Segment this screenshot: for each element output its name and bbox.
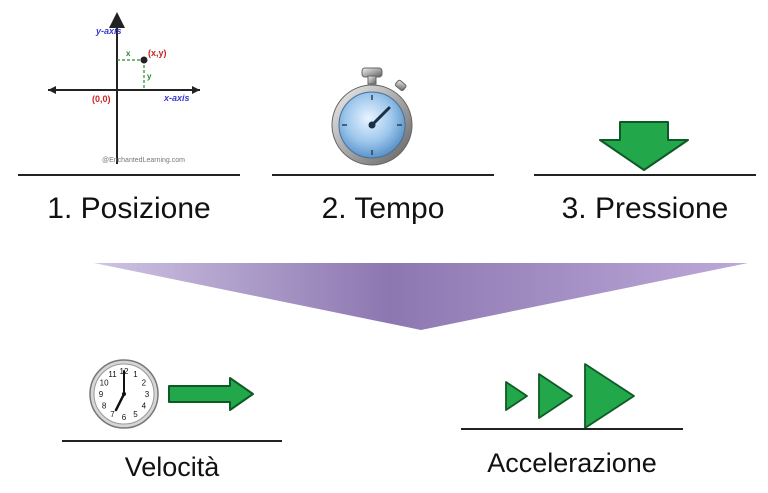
clock-numeral: 1 <box>133 370 138 379</box>
divider-pressione <box>534 174 756 176</box>
coordinate-plane-graphic: y-axis x-axis (x,y) (0,0) x y @Enchanted… <box>48 12 200 164</box>
clock-numeral: 5 <box>133 410 138 419</box>
divider-posizione <box>18 174 240 176</box>
label-accelerazione: Accelerazione <box>487 448 657 478</box>
point-label: (x,y) <box>148 48 167 58</box>
clock-numeral: 2 <box>142 379 147 388</box>
divider-accelerazione <box>461 428 683 430</box>
divider-velocita <box>62 440 282 442</box>
clock-numeral: 9 <box>99 390 104 399</box>
right-arrow-icon <box>168 377 254 411</box>
label-posizione: 1. Posizione <box>47 192 211 225</box>
x-tick-label: x <box>126 49 131 58</box>
label-pressione: 3. Pressione <box>561 192 729 225</box>
clock-numeral: 4 <box>142 402 147 411</box>
point-marker <box>140 56 148 64</box>
clock-numeral: 8 <box>102 402 107 411</box>
clock-numeral: 7 <box>110 410 115 419</box>
funnel-shape <box>94 263 748 330</box>
clock-numeral: 3 <box>145 390 150 399</box>
clock-numeral: 10 <box>100 379 109 388</box>
y-tick-label: y <box>147 72 152 81</box>
stopwatch-icon <box>331 67 413 166</box>
acceleration-triangles-icon <box>505 363 635 429</box>
divider-tempo <box>272 174 494 176</box>
credit-text: @EnchantedLearning.com <box>102 157 185 164</box>
origin-label: (0,0) <box>92 94 111 104</box>
small-triangle <box>505 381 528 411</box>
x-axis-label: x-axis <box>163 93 190 103</box>
clock-numeral: 6 <box>122 413 127 422</box>
y-axis-label: y-axis <box>95 26 122 36</box>
label-tempo: 2. Tempo <box>321 192 445 225</box>
clock-numeral: 11 <box>108 370 117 379</box>
medium-triangle <box>538 373 573 419</box>
label-velocita: Velocità <box>124 452 220 482</box>
clock-icon: 121234567891011 <box>89 359 159 429</box>
down-arrow-icon <box>599 121 689 171</box>
large-triangle <box>584 363 635 429</box>
